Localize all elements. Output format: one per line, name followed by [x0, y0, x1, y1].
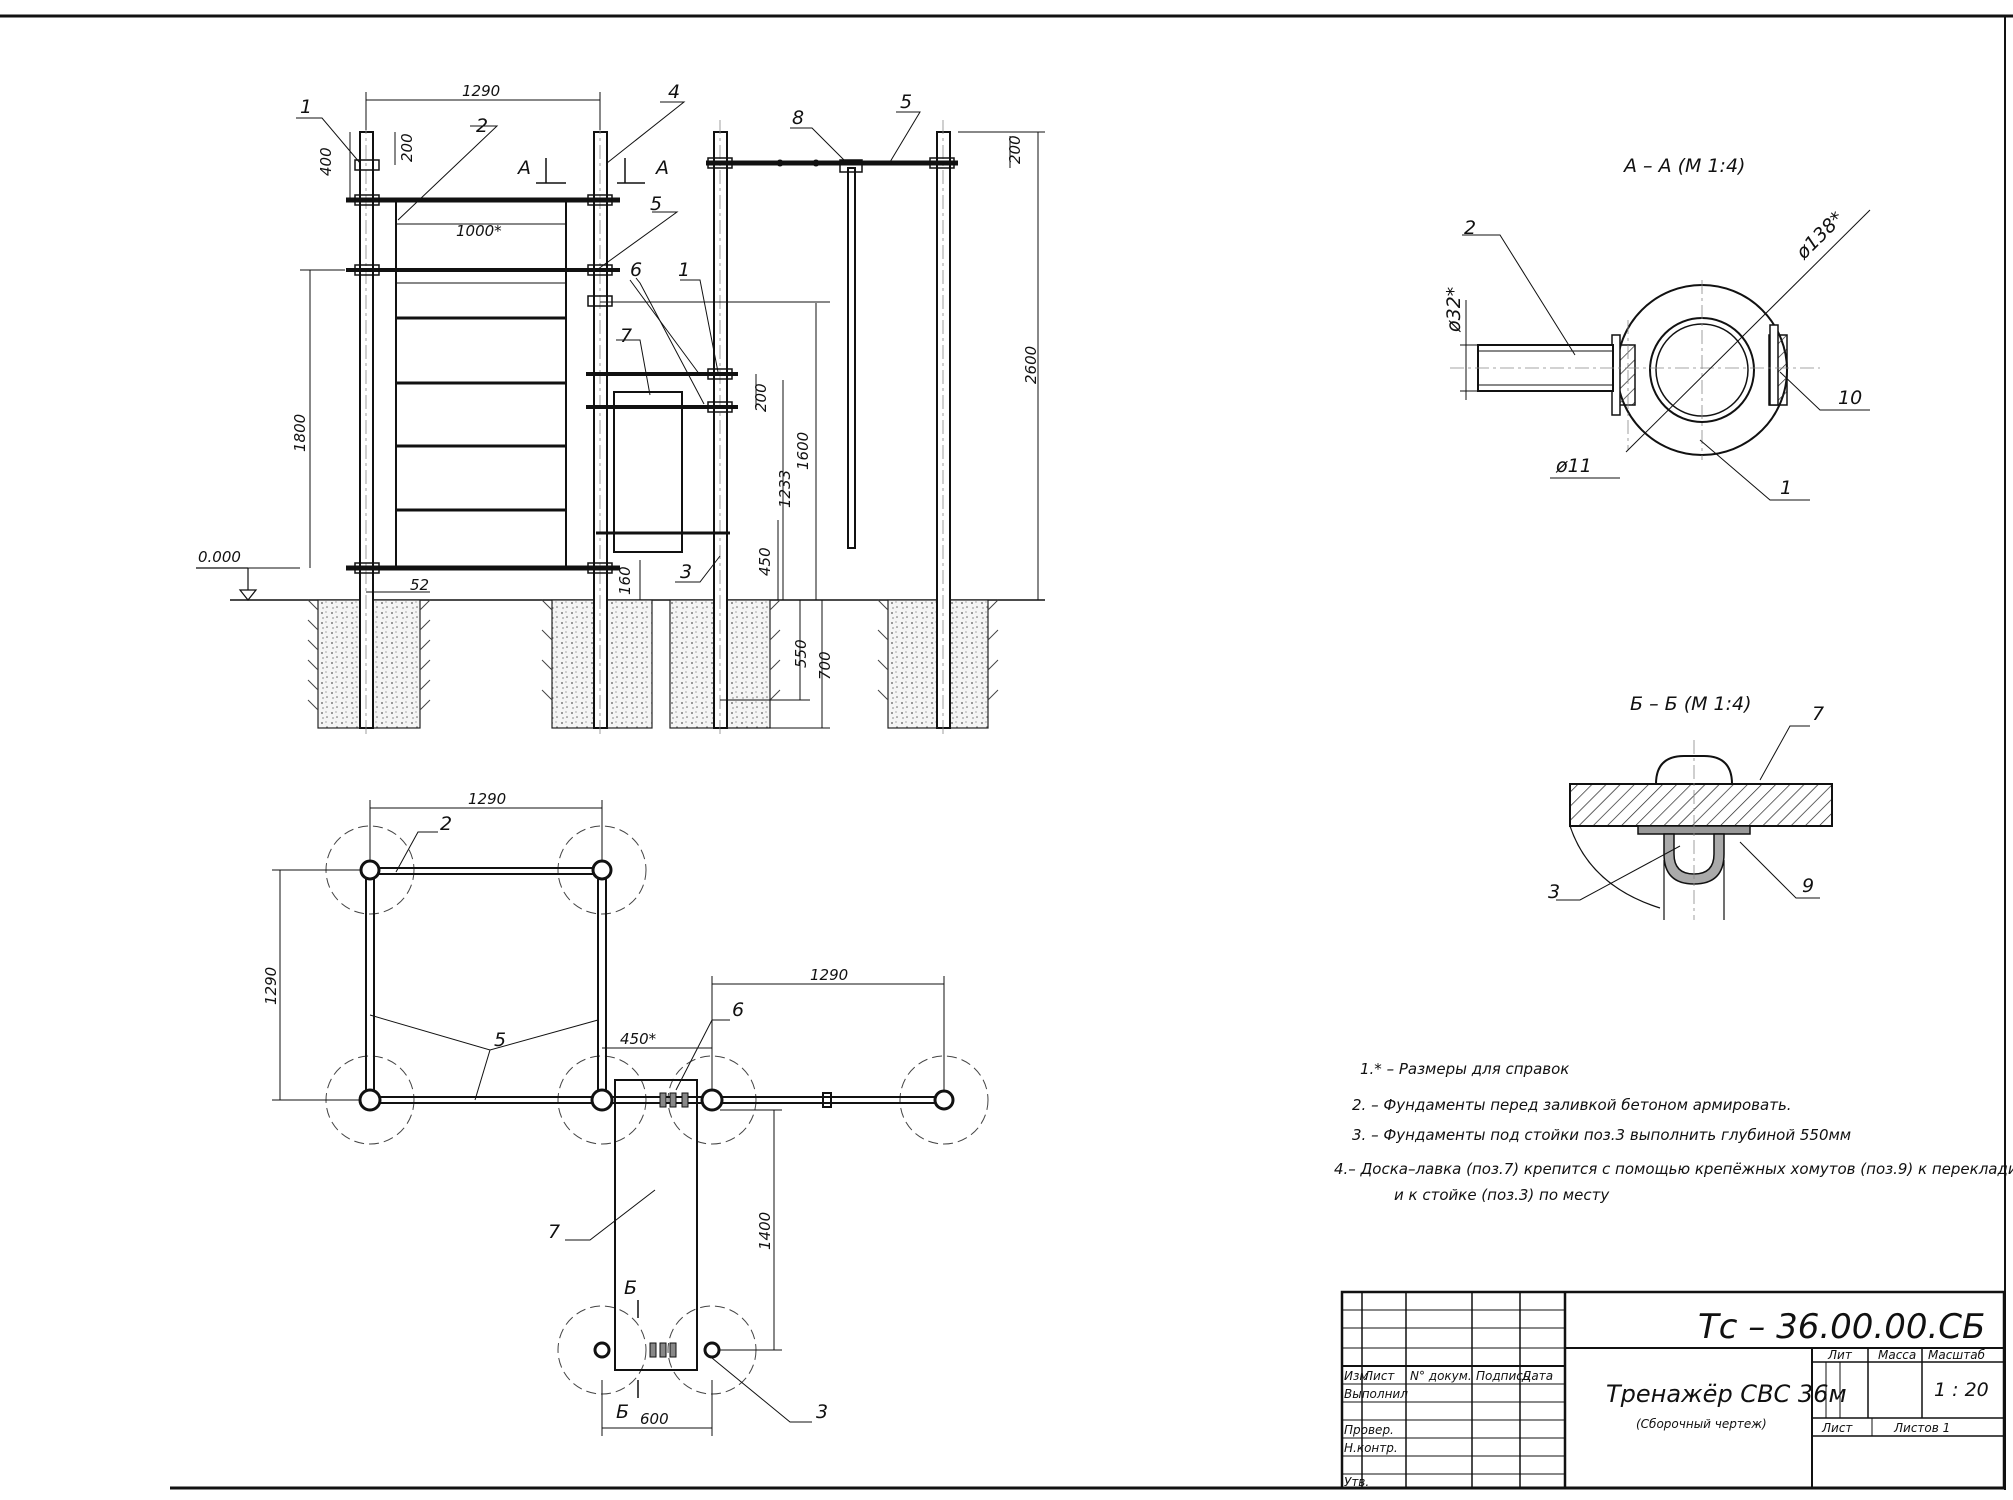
row-appr: Утв.: [1344, 1475, 1369, 1489]
dia-tube-label: ø32*: [1443, 287, 1465, 333]
bench-frame: [586, 368, 738, 553]
front-dim-200-bench: 200: [752, 383, 770, 412]
hdr-scale: Масштаб: [1928, 1348, 1986, 1362]
hdr-mass: Масса: [1878, 1348, 1916, 1362]
plan-dim-right-span: 1290: [810, 966, 848, 984]
note-3: 3. – Фундаменты под стойки поз.3 выполни…: [1352, 1126, 1851, 1144]
front-dim-2600: 2600: [1022, 346, 1040, 384]
foundation-pits: [307, 599, 999, 729]
plan-dim-450: 450*: [620, 1030, 657, 1048]
front-dim-1800: 1800: [291, 414, 309, 452]
front-dim-700: 700: [816, 651, 834, 680]
row-done: Выполнил: [1344, 1387, 1408, 1401]
aa-callout-2: 2: [1464, 217, 1476, 239]
callout-7: 7: [620, 325, 632, 347]
col-sign: Подпись: [1476, 1369, 1530, 1383]
front-dim-200-left: 200: [398, 133, 416, 162]
plan-dim-600: 600: [640, 1410, 669, 1428]
sheet-label: Лист: [1821, 1421, 1853, 1435]
level-marker: [196, 567, 258, 601]
level-label: 0.000: [198, 548, 241, 566]
front-dim-lines: [240, 92, 1045, 729]
callout-4: 4: [668, 81, 680, 103]
callout-5-bar: 5: [900, 91, 912, 113]
note-2: 2. – Фундаменты перед заливкой бетоном а…: [1352, 1096, 1792, 1114]
plan-clamps: [649, 1092, 689, 1358]
hdr-lit: Лит: [1827, 1348, 1853, 1362]
posts: [359, 131, 951, 729]
callout-2: 2: [476, 115, 488, 137]
front-dim-1290: 1290: [462, 82, 500, 100]
plan-posts: [358, 859, 955, 1359]
dia-ring-label: ø138*: [1791, 207, 1848, 264]
front-dim-400: 400: [317, 147, 335, 176]
section-mark-b-bottom: Б: [616, 1401, 629, 1423]
section-mark-a-left: А: [516, 157, 531, 179]
section-bb-title: Б – Б (М 1:4): [1630, 693, 1752, 715]
dia-bolt-label: ø11: [1555, 455, 1592, 477]
plan-callout-6: 6: [732, 999, 744, 1021]
callout-6: 6: [630, 259, 642, 281]
plan-dim-top: 1290: [468, 790, 506, 808]
front-dim-200-bar: 200: [1006, 135, 1024, 164]
callout-8: 8: [792, 107, 804, 129]
plan-callout-2: 2: [440, 813, 452, 835]
plan-callout-7: 7: [548, 1221, 560, 1243]
row-norm: Н.контр.: [1344, 1441, 1398, 1455]
plan-frame: [365, 867, 944, 1371]
bb-callout-7: 7: [1812, 703, 1824, 725]
foundation-circles: [325, 825, 989, 1395]
col-izm: Изм: [1344, 1369, 1368, 1383]
wall-bars-ladder: [346, 159, 620, 574]
front-dim-1000: 1000*: [456, 222, 502, 240]
scale-value: 1 : 20: [1934, 1379, 1989, 1401]
col-date: Дата: [1521, 1369, 1553, 1383]
plan-view: 1290 1290 1290 450* 1400 600 2 5 6 7 3 Б…: [262, 790, 989, 1436]
row-check: Провер.: [1344, 1423, 1394, 1437]
front-dim-160: 160: [616, 566, 634, 595]
plan-callout-3: 3: [816, 1401, 828, 1423]
note-1: 1.* – Размеры для справок: [1360, 1060, 1569, 1078]
section-mark-a-right: А: [654, 157, 669, 179]
section-mark-b-top: Б: [624, 1277, 637, 1299]
col-list: Лист: [1363, 1369, 1395, 1383]
plan-callout-5: 5: [494, 1029, 506, 1051]
doc-code: Тс – 36.00.00.СБ: [1698, 1307, 1985, 1347]
front-view: 1290 400 200 1000* 1800 52 160 200 1233 …: [196, 81, 1045, 735]
section-a-arrows: [536, 158, 645, 184]
callout-1: 1: [300, 96, 312, 118]
note-4: 4.– Доска–лавка (поз.7) крепится с помощ…: [1334, 1160, 2013, 1178]
callout-1-bench: 1: [678, 259, 690, 281]
callout-5: 5: [650, 193, 662, 215]
front-dim-1600: 1600: [794, 432, 812, 470]
front-dim-450: 450: [756, 547, 774, 576]
bb-callout-9: 9: [1802, 875, 1814, 897]
plan-dim-lines: [272, 800, 945, 1436]
bb-callout-3: 3: [1548, 881, 1560, 903]
section-a-a: А – А (М 1:4) ø32* ø138* ø11 2 10: [1443, 155, 1871, 501]
front-leaders: [296, 101, 921, 583]
front-dim-1233: 1233: [776, 470, 794, 508]
sheets-count: Листов 1: [1893, 1421, 1950, 1435]
product-name: Тренажёр СВС 36м: [1606, 1380, 1847, 1408]
section-b-b: Б – Б (М 1:4) 7 3 9: [1548, 693, 1833, 920]
doc-type: (Сборочный чертеж): [1636, 1417, 1767, 1431]
title-block: Тс – 36.00.00.СБ Тренажёр СВС 36м (Сборо…: [1340, 1290, 2006, 1490]
note-4-cont: и к стойке (поз.3) по месту: [1394, 1186, 1610, 1204]
plan-dim-left: 1290: [262, 967, 280, 1005]
section-aa-title: А – А (М 1:4): [1622, 155, 1745, 177]
aa-callout-10: 10: [1838, 387, 1862, 409]
pull-up-bar: [706, 157, 958, 549]
notes: 1.* – Размеры для справок 2. – Фундамент…: [1334, 1060, 2013, 1204]
sheet-frame: [0, 14, 2013, 1490]
front-dim-550: 550: [792, 639, 810, 668]
col-doc: N° докум.: [1410, 1369, 1472, 1383]
plan-leaders: [369, 831, 812, 1423]
callout-3: 3: [680, 561, 692, 583]
plan-dim-1400: 1400: [756, 1212, 774, 1250]
aa-callout-1: 1: [1780, 477, 1792, 499]
front-dim-52: 52: [410, 576, 429, 594]
